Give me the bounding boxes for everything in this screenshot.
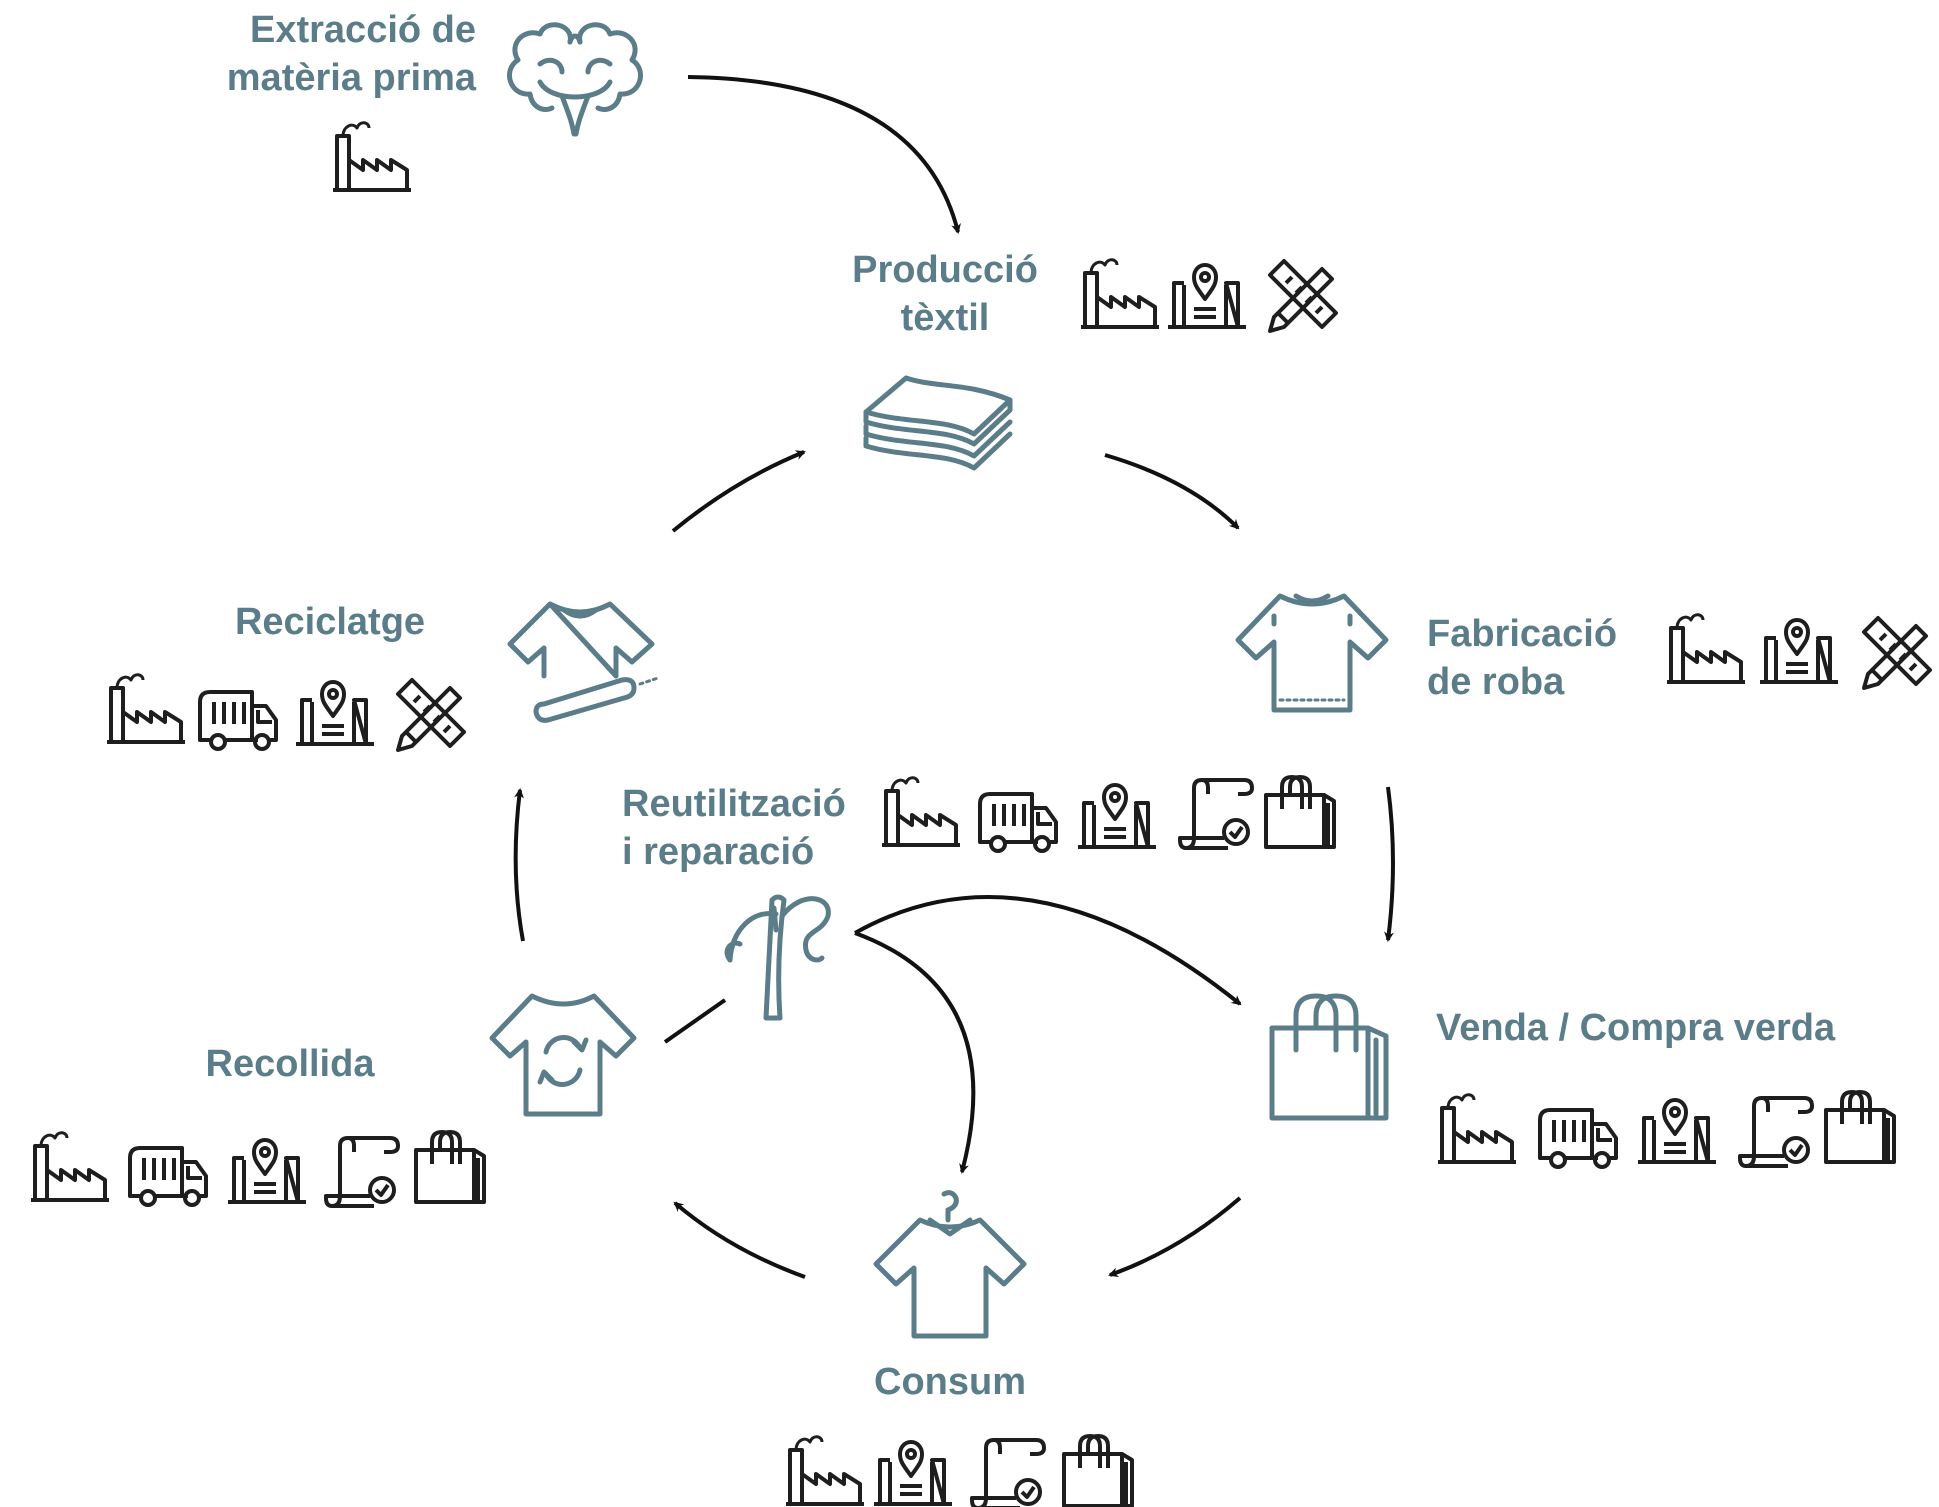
reuse-label-line1: Reutilització (622, 783, 846, 825)
consumption-actors (784, 1434, 1134, 1507)
textile-label-line1: Producció (852, 249, 1038, 291)
truck-icon (198, 690, 278, 751)
tshirt-thread-icon (507, 601, 660, 723)
factory-icon (1436, 1092, 1518, 1164)
administration-icon (1076, 783, 1158, 849)
factory-icon (784, 1434, 866, 1506)
recycling-label: Reciclatge (200, 598, 460, 646)
shopping-bag-icon (1824, 1090, 1896, 1164)
textile-actors (1079, 257, 1338, 333)
textile-label-line2: tèxtil (900, 297, 990, 339)
shopping-bag-icon (1264, 775, 1336, 849)
fabric-stack-icon (863, 375, 1013, 471)
extraction-actors (331, 120, 413, 192)
tshirt-recycle-icon (489, 993, 637, 1117)
reuse-label-line2: i reparació (622, 831, 815, 873)
truck-icon (978, 792, 1058, 853)
arrow-clothing-to-sale (1384, 786, 1395, 942)
textile-label: Producció tèxtil (820, 246, 1070, 342)
sale-label-line1: Venda / Compra verda (1436, 1007, 1836, 1049)
administration-icon (872, 1440, 954, 1506)
needle-thread-icon (724, 894, 831, 1021)
shopping-bag-icon (414, 1130, 486, 1204)
collection-actors (29, 1130, 486, 1208)
flow-arrows (513, 75, 1395, 1279)
collection-label: Recollida (170, 1040, 410, 1088)
arrow-sale-to-consumption (1108, 1196, 1242, 1278)
certificate-icon (324, 1136, 400, 1208)
arrow-extraction-to-textile (687, 75, 961, 234)
recycling-label-line1: Reciclatge (234, 601, 426, 643)
clothing-label-line2: de roba (1427, 661, 1565, 703)
arrow-consumption-to-collection (673, 1201, 806, 1279)
sale-actors (1436, 1090, 1896, 1169)
administration-icon (1758, 618, 1840, 684)
arrow-textile-to-clothing (1104, 453, 1240, 530)
factory-icon (331, 120, 413, 192)
factory-icon (880, 775, 962, 847)
factory-icon (105, 672, 187, 744)
clothing-actors (1665, 612, 1932, 690)
consumption-label: Consum (830, 1358, 1070, 1406)
arrow-recycling-to-textile (671, 450, 806, 533)
administration-icon (1166, 263, 1248, 329)
link-collection-to-reuse (663, 998, 727, 1044)
recycling-actors (105, 672, 466, 752)
arrow-reuse-to-consumption (854, 931, 976, 1174)
truck-icon (1538, 1108, 1618, 1169)
shopping-bag-icon (1062, 1434, 1134, 1507)
extraction-label: Extracció de matèria prima (180, 6, 476, 102)
extraction-label-line2: matèria prima (226, 57, 476, 99)
tshirt-hanger-icon (873, 1190, 1027, 1339)
factory-icon (1665, 612, 1747, 684)
administration-icon (294, 680, 376, 746)
design-icon (1268, 259, 1338, 333)
reuse-label: Reutilització i reparació (622, 780, 846, 876)
design-icon (1862, 616, 1932, 690)
factory-icon (1079, 257, 1161, 329)
shopping-bag-icon (1269, 993, 1389, 1121)
extraction-label-line1: Extracció de (250, 9, 476, 51)
arrow-reuse-to-sale (854, 895, 1242, 1006)
certificate-icon (1178, 778, 1254, 850)
clothing-label: Fabricació de roba (1427, 610, 1617, 706)
administration-icon (1636, 1098, 1718, 1164)
arrow-collection-to-recycling (513, 788, 525, 942)
administration-icon (226, 1138, 308, 1204)
truck-icon (128, 1146, 208, 1207)
sale-label: Venda / Compra verda (1436, 1004, 1835, 1052)
certificate-icon (1738, 1096, 1814, 1168)
tshirt-icon (1235, 593, 1389, 713)
reuse-actors (880, 775, 1336, 853)
certificate-icon (970, 1438, 1046, 1507)
design-icon (396, 678, 466, 752)
cotton-icon (507, 22, 643, 137)
clothing-label-line1: Fabricació (1427, 613, 1618, 655)
collection-label-line1: Recollida (205, 1043, 375, 1085)
factory-icon (29, 1130, 111, 1202)
consumption-label-line1: Consum (874, 1361, 1026, 1403)
